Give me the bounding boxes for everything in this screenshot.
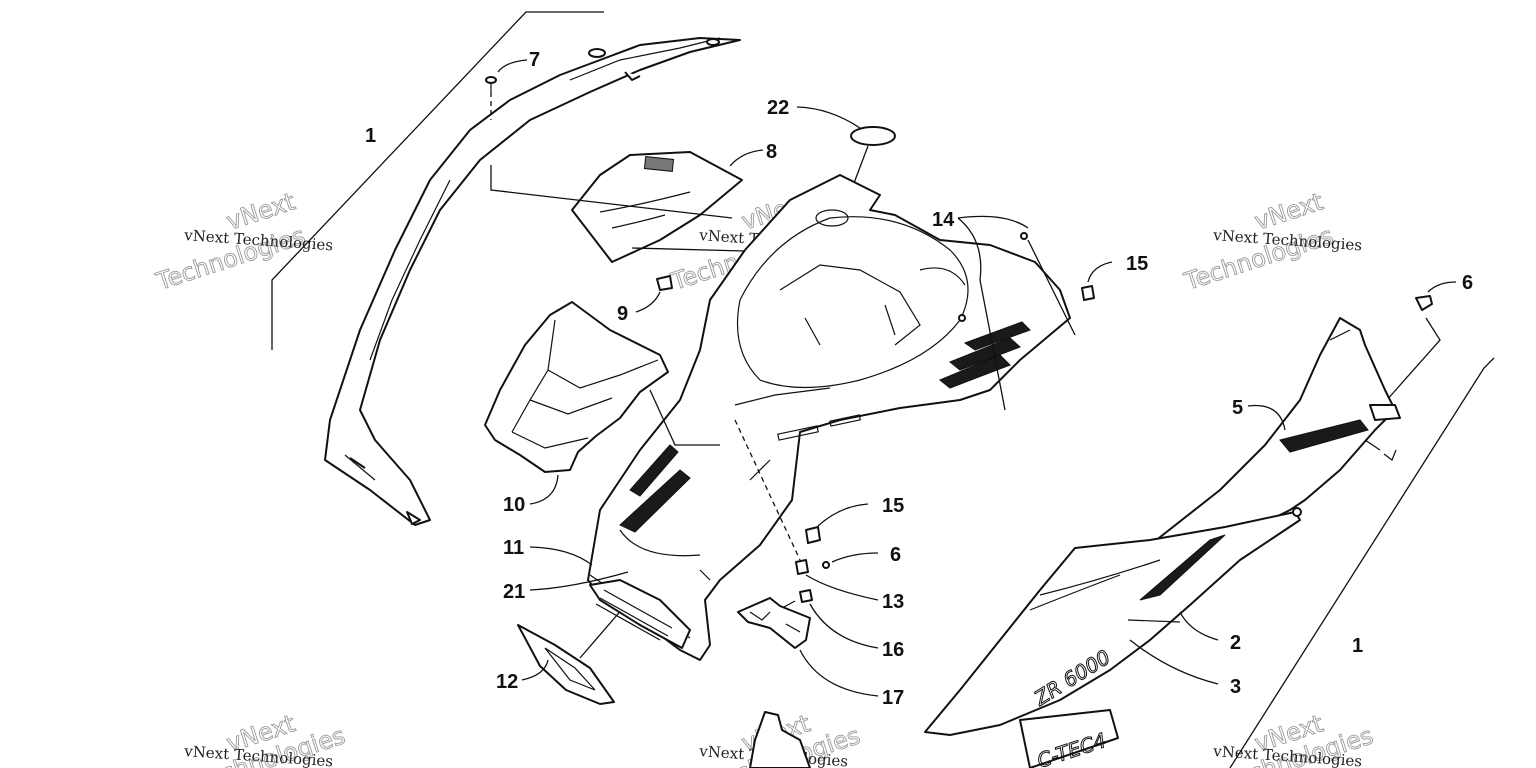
callout-2: 2 (1230, 632, 1241, 654)
part-17-leader (799, 649, 879, 697)
part-17-bracket (737, 597, 811, 649)
part-13-leader (805, 574, 879, 601)
watermark-bottom-left: vNext Technologies vNext Technologies (183, 709, 349, 768)
part-1-right-bracket (1229, 357, 1495, 768)
part-9-clip (656, 275, 673, 291)
callout-6-bottom: 6 (890, 544, 901, 566)
part-10-leader (529, 474, 559, 505)
part-16-bolt (781, 589, 813, 609)
center-hood (587, 174, 1071, 661)
part-6-right-leader (1427, 281, 1457, 293)
callout-14: 14 (932, 209, 955, 231)
part-14-leader-b (957, 217, 1006, 411)
ctec-decal: C-TEC4 (1019, 709, 1119, 768)
callout-1-right: 1 (1352, 635, 1363, 657)
part-5-upper-trim (1149, 317, 1401, 546)
part-3-leader (1129, 639, 1219, 685)
watermark-bottom-right: vNext Technologies vNext Technologies (1212, 709, 1377, 768)
part-2-right-side-panel: ZR 6000 (924, 507, 1302, 736)
callout-10: 10 (503, 494, 525, 516)
part-8-line-b (631, 247, 745, 252)
part-13-dashed-line (734, 419, 801, 561)
callout-15-bottom: 15 (882, 495, 904, 517)
part-6-screw-right (1415, 295, 1433, 311)
watermark-top-left: vNext Technologies vNext Technologies (152, 187, 334, 297)
part-21-grille (589, 579, 691, 649)
part-15-top-leader (1087, 261, 1113, 283)
part-15-bottom-leader (817, 503, 869, 527)
bottom-fragment (749, 711, 811, 768)
callout-11: 11 (503, 537, 524, 559)
part-22-badge (850, 126, 896, 146)
part-12-grille-plate (517, 624, 615, 705)
hood-center-line (649, 389, 720, 446)
part-8-leader (729, 149, 764, 167)
callout-9: 9 (617, 303, 628, 325)
part-8-panel (571, 151, 743, 263)
part-13-nut (795, 559, 809, 575)
callout-16: 16 (882, 639, 904, 661)
watermark-top-right: vNext Technologies vNext Technologies (1180, 187, 1363, 297)
part-6-right-line (1377, 317, 1441, 411)
part-11-leader (529, 546, 593, 566)
part-21-leader (529, 571, 629, 591)
callout-15-top: 15 (1126, 253, 1148, 275)
part-15-clip-bottom (805, 526, 821, 544)
callout-5: 5 (1232, 397, 1243, 419)
part-12-leader (521, 659, 549, 681)
callout-3: 3 (1230, 676, 1241, 698)
callout-1-left: 1 (365, 125, 376, 147)
part-9-leader (635, 291, 661, 313)
part-15-clip-top (1081, 285, 1095, 301)
part-6-screw-bottom (822, 561, 830, 569)
part-7-leader (497, 59, 528, 73)
callout-21: 21 (503, 581, 525, 603)
callout-12: 12 (496, 671, 518, 693)
part-2-leader (1179, 611, 1219, 641)
part-1-left-bracket (271, 11, 604, 350)
callout-22: 22 (767, 97, 789, 119)
part-8-line-a (490, 165, 733, 219)
part-22-leader (796, 106, 861, 129)
part-14-leader-a (957, 215, 1029, 229)
part-14-rivets (958, 232, 1028, 322)
part-16-leader (809, 603, 879, 649)
part-7-screw (485, 76, 497, 92)
callout-13: 13 (882, 591, 904, 613)
callout-17: 17 (882, 687, 904, 709)
callout-6-right: 6 (1462, 272, 1473, 294)
part-10-inner-duct (484, 301, 669, 473)
part-6-bottom-leader (831, 552, 879, 563)
callout-labels: 1 7 8 22 14 15 6 9 10 5 11 15 6 21 13 16… (365, 49, 1473, 709)
callout-8: 8 (766, 141, 777, 163)
callout-7: 7 (529, 49, 540, 71)
part-5-leader (1247, 404, 1286, 431)
part-14-leader-c (1027, 239, 1076, 336)
part-1-left-side-panel (324, 37, 741, 526)
